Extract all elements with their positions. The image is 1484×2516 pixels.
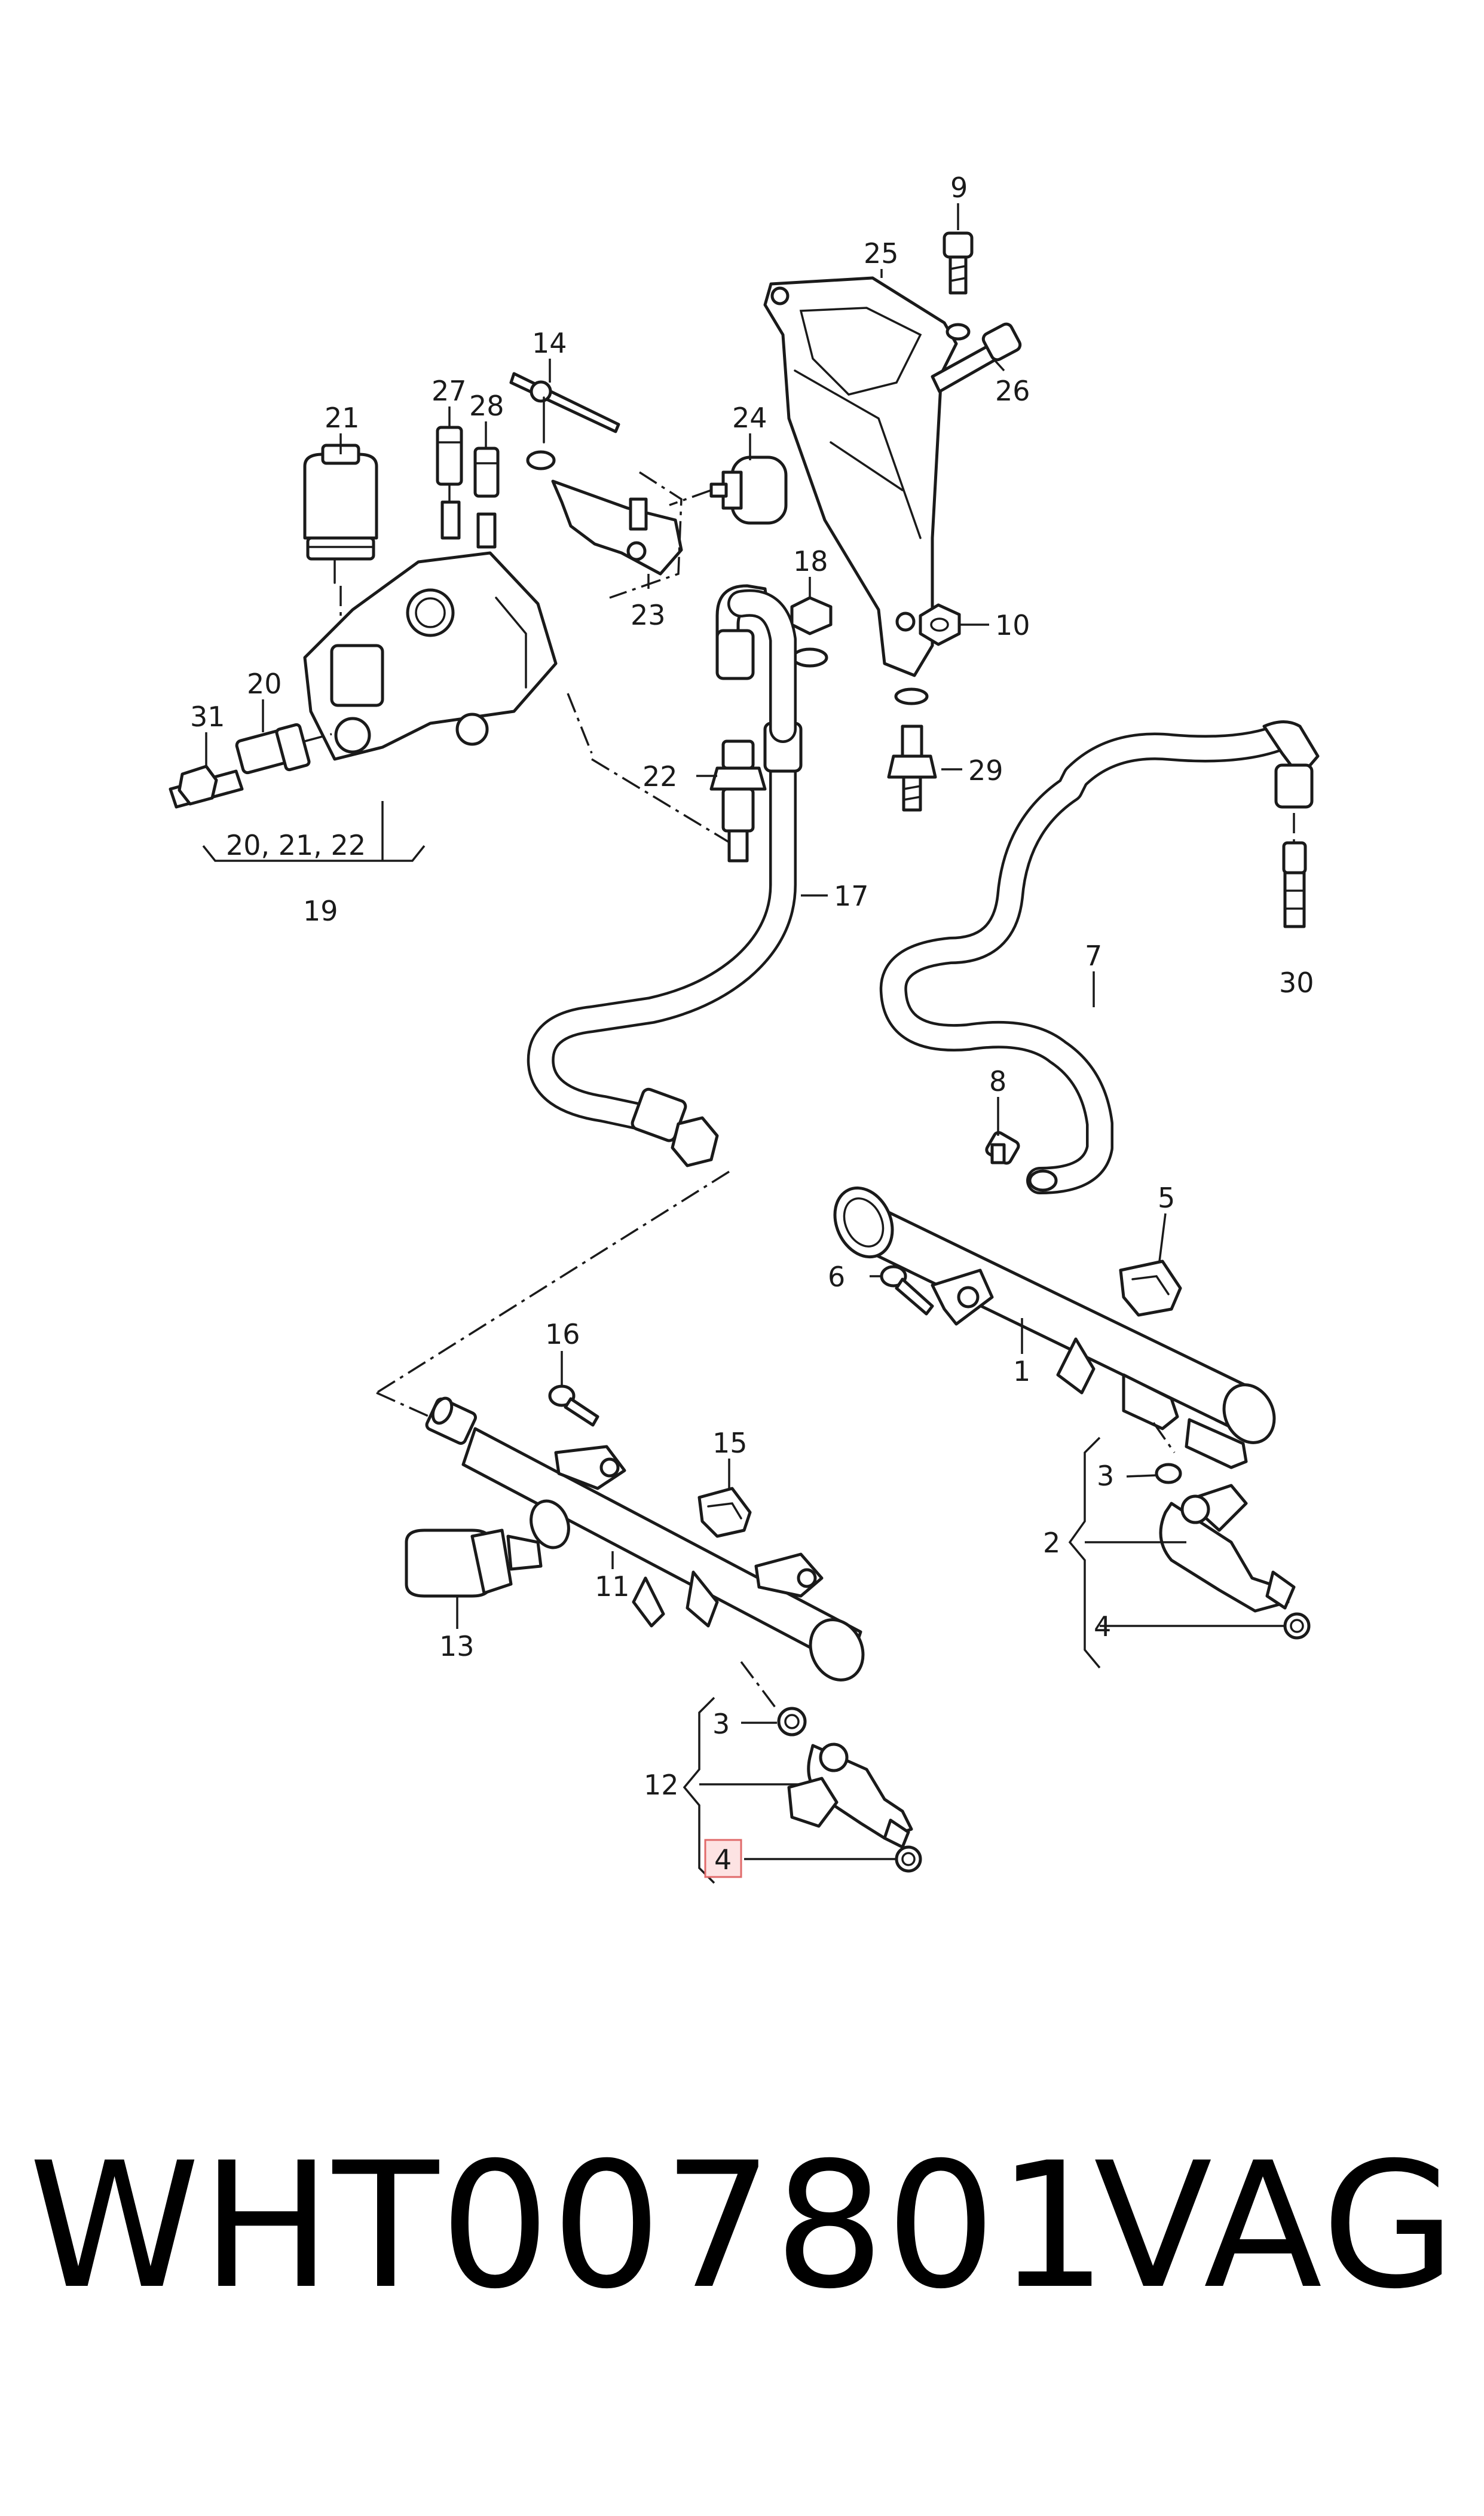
stud-29	[887, 687, 937, 812]
fuel-line-7	[879, 720, 1320, 1194]
callout-21: 21	[325, 402, 360, 434]
callout-4-left: 4	[714, 1844, 732, 1876]
bolt-26	[931, 322, 1022, 393]
bolt-6	[880, 1265, 934, 1316]
callout-26: 26	[995, 375, 1030, 407]
callout-16: 16	[545, 1318, 580, 1350]
bolt-18	[790, 596, 833, 668]
callout-6: 6	[828, 1261, 845, 1293]
callout-11: 11	[595, 1570, 630, 1603]
footer: WHT007801 VAG	[0, 2140, 1484, 2391]
pressure-line-17	[527, 584, 803, 1167]
union-22	[709, 739, 767, 863]
fuel-rail-11	[425, 1396, 865, 1711]
callout-13: 13	[439, 1630, 475, 1662]
callout-20-21-22: 20, 21, 22	[226, 829, 366, 861]
injector-2-right	[1155, 1463, 1311, 1640]
bolt-16	[548, 1384, 599, 1427]
callout-27: 27	[432, 375, 467, 407]
callout-17: 17	[834, 880, 869, 912]
callout-18: 18	[793, 545, 828, 577]
callout-31: 31	[190, 701, 225, 733]
bracket-23	[551, 479, 683, 576]
callout-5: 5	[1158, 1182, 1175, 1214]
sensor-13	[405, 1528, 543, 1598]
callout-8: 8	[989, 1065, 1006, 1097]
nut-31	[169, 765, 244, 809]
bracket-25	[763, 276, 958, 677]
clip-5	[1119, 1259, 1182, 1317]
pressure-sensor-24	[669, 455, 788, 525]
callout-14: 14	[532, 327, 567, 359]
nut-10	[919, 603, 961, 646]
clip-8	[985, 1131, 1020, 1165]
bolt-9	[943, 231, 974, 341]
callout-19: 19	[303, 895, 338, 927]
callout-10: 10	[995, 609, 1030, 641]
callout-15: 15	[712, 1427, 748, 1459]
clip-15	[697, 1487, 752, 1538]
callout-22: 22	[642, 760, 678, 793]
callout-labels: 9 25 26 14 24 27 28 21 18 10 23 20 31 22…	[190, 172, 1314, 1876]
callout-9: 9	[950, 172, 968, 204]
callout-28: 28	[469, 390, 504, 422]
callout-4-right: 4	[1094, 1610, 1111, 1643]
callout-30: 30	[1279, 967, 1314, 999]
fitting-30	[1282, 813, 1307, 928]
callout-1: 1	[1013, 1355, 1030, 1387]
highlight-box	[704, 1839, 742, 1878]
leader-lines	[202, 203, 1285, 1884]
callout-20: 20	[247, 668, 282, 700]
fuel-rail-1	[833, 1186, 1276, 1469]
callout-29: 29	[968, 754, 1003, 787]
part-number: WHT007801	[29, 2126, 1109, 2327]
callout-24: 24	[732, 402, 767, 434]
callout-3-right: 3	[1097, 1460, 1114, 1492]
brand-name: VAG	[1094, 2126, 1458, 2327]
cable-tie-14	[509, 372, 620, 470]
callout-12: 12	[644, 1769, 679, 1801]
callout-23: 23	[631, 599, 666, 631]
high-pressure-pump-19	[303, 551, 736, 847]
callout-25: 25	[864, 237, 899, 270]
callout-3-left: 3	[712, 1708, 730, 1740]
injector-12-left	[777, 1707, 922, 1873]
callout-7: 7	[1085, 940, 1102, 972]
fitting-20	[235, 723, 332, 775]
callout-2: 2	[1043, 1527, 1060, 1559]
fitting-27	[436, 426, 463, 540]
fitting-28	[473, 447, 500, 549]
